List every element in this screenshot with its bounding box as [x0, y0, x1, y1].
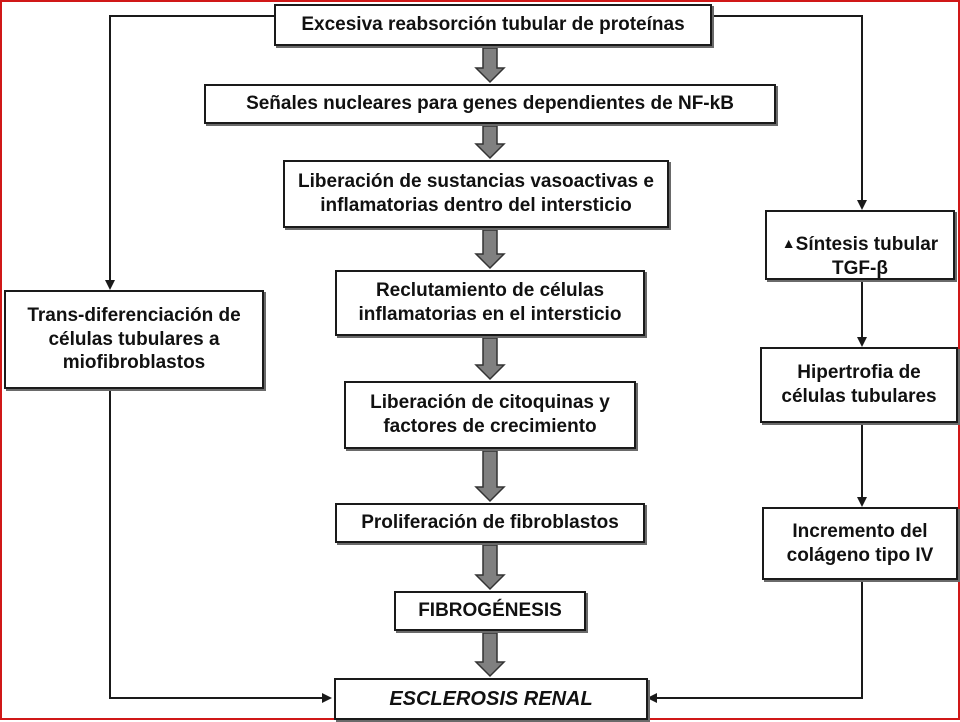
connector-line-right-bottom — [647, 580, 863, 703]
node-tubular-hypertrophy: Hipertrofia de células tubulares — [760, 347, 958, 423]
block-arrow-2 — [474, 125, 506, 160]
node-collagen-increase-label: Incremento del colágeno tipo IV — [786, 520, 934, 566]
connector-line-left-bottom — [109, 389, 332, 703]
node-nuclear-signals-label: Señales nucleares para genes dependiente… — [246, 93, 734, 115]
node-cytokine-release: Liberación de citoquinas y factores de c… — [344, 381, 636, 449]
node-inflammatory-recruitment: Reclutamiento de células inflamatorias e… — [335, 270, 645, 336]
block-arrow-7 — [474, 632, 506, 678]
node-fibroblast-proliferation-label: Proliferación de fibroblastos — [361, 512, 619, 534]
node-vasoactive-release-label: Liberación de sustancias vasoactivas e i… — [298, 171, 654, 216]
node-fibroblast-proliferation: Proliferación de fibroblastos — [335, 503, 645, 543]
block-arrow-4 — [474, 337, 506, 381]
node-nuclear-signals: Señales nucleares para genes dependiente… — [204, 84, 776, 124]
connector-line-left-top — [105, 15, 274, 290]
node-tgf-synthesis-label: Síntesis tubular TGF-β — [795, 234, 939, 279]
node-transdifferentiation-label: Trans-diferenciación de células tubulare… — [27, 304, 241, 374]
node-transdifferentiation: Trans-diferenciación de células tubulare… — [4, 290, 264, 389]
node-tgf-synthesis: ▲Síntesis tubular TGF-β — [765, 210, 955, 280]
up-arrow-icon: ▲ — [781, 235, 796, 252]
node-renal-sclerosis-label: ESCLEROSIS RENAL — [389, 687, 593, 710]
node-cytokine-release-label: Liberación de citoquinas y factores de c… — [370, 392, 610, 437]
block-arrow-1 — [474, 47, 506, 84]
connector-line-right-top — [712, 15, 867, 210]
node-excess-reabsorption: Excesiva reabsorción tubular de proteína… — [274, 4, 712, 46]
node-renal-sclerosis: ESCLEROSIS RENAL — [334, 678, 648, 720]
node-collagen-increase: Incremento del colágeno tipo IV — [762, 507, 958, 580]
node-fibrogenesis: FIBROGÉNESIS — [394, 591, 586, 631]
node-excess-reabsorption-label: Excesiva reabsorción tubular de proteína… — [301, 14, 685, 36]
node-vasoactive-release: Liberación de sustancias vasoactivas e i… — [283, 160, 669, 228]
node-inflammatory-recruitment-label: Reclutamiento de células inflamatorias e… — [358, 280, 622, 325]
block-arrow-6 — [474, 544, 506, 591]
node-fibrogenesis-label: FIBROGÉNESIS — [418, 600, 562, 622]
node-tgf-synthesis-content: ▲Síntesis tubular TGF-β — [782, 209, 938, 280]
node-tubular-hypertrophy-label: Hipertrofia de células tubulares — [781, 362, 937, 407]
block-arrow-5 — [474, 450, 506, 503]
block-arrow-3 — [474, 229, 506, 270]
